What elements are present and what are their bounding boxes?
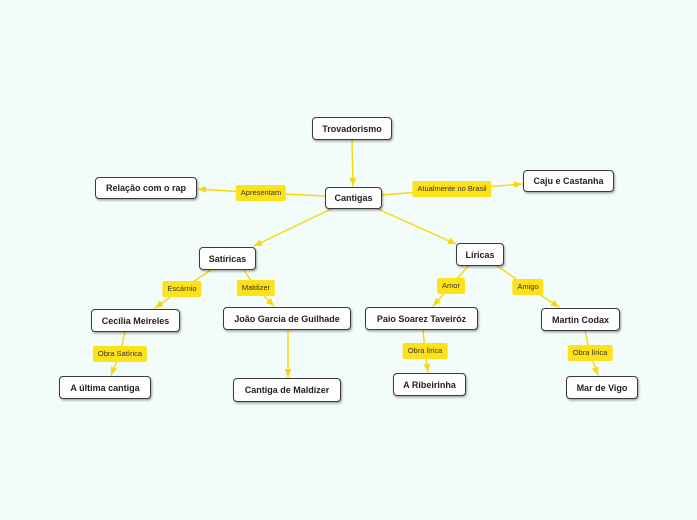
label-escarnio: Escárnio [162,281,202,297]
node-relacao-com-o-rap[interactable]: Relação com o rap [95,177,197,199]
node-cantigas[interactable]: Cantigas [325,187,382,209]
node-martin-codax[interactable]: Martin Codax [541,308,620,331]
label-obra-lirica-ribeirinha: Obra lírica [402,343,448,359]
node-paio-soarez-taveiroz[interactable]: Paio Soarez Taveiróz [365,307,478,330]
node-mar-de-vigo[interactable]: Mar de Vigo [566,376,638,399]
node-a-ribeirinha[interactable]: A Ribeirinha [393,373,466,396]
node-caju-e-castanha[interactable]: Caju e Castanha [523,170,614,192]
label-atualmente-no-brasil: Atualmente no Brasil [412,181,492,197]
node-liricas[interactable]: Líricas [456,243,504,266]
label-amor: Amor [437,278,465,294]
node-cecilia-meireles[interactable]: Cecília Meireles [91,309,180,332]
label-obra-lirica-mar-de-vigo: Obra lírica [567,345,613,361]
label-apresentam: Apresentam [235,185,287,201]
node-cantiga-de-maldizer[interactable]: Cantiga de Maldizer [233,378,341,402]
edge-trovadorismo-cantigas [349,139,357,187]
edge-cantigas-satiricas [253,208,332,247]
label-maldizer: Maldizer [236,280,276,296]
node-trovadorismo[interactable]: Trovadorismo [312,117,392,140]
edge-cantigas-liricas [377,208,457,245]
label-obra-satirica: Obra Satírica [92,346,148,362]
node-a-ultima-cantiga[interactable]: A última cantiga [59,376,151,399]
node-satiricas[interactable]: Satíricas [199,247,256,270]
node-joao-garcia-de-guilhade[interactable]: João Garcia de Guilhade [223,307,351,330]
label-amigo: Amigo [512,279,544,295]
